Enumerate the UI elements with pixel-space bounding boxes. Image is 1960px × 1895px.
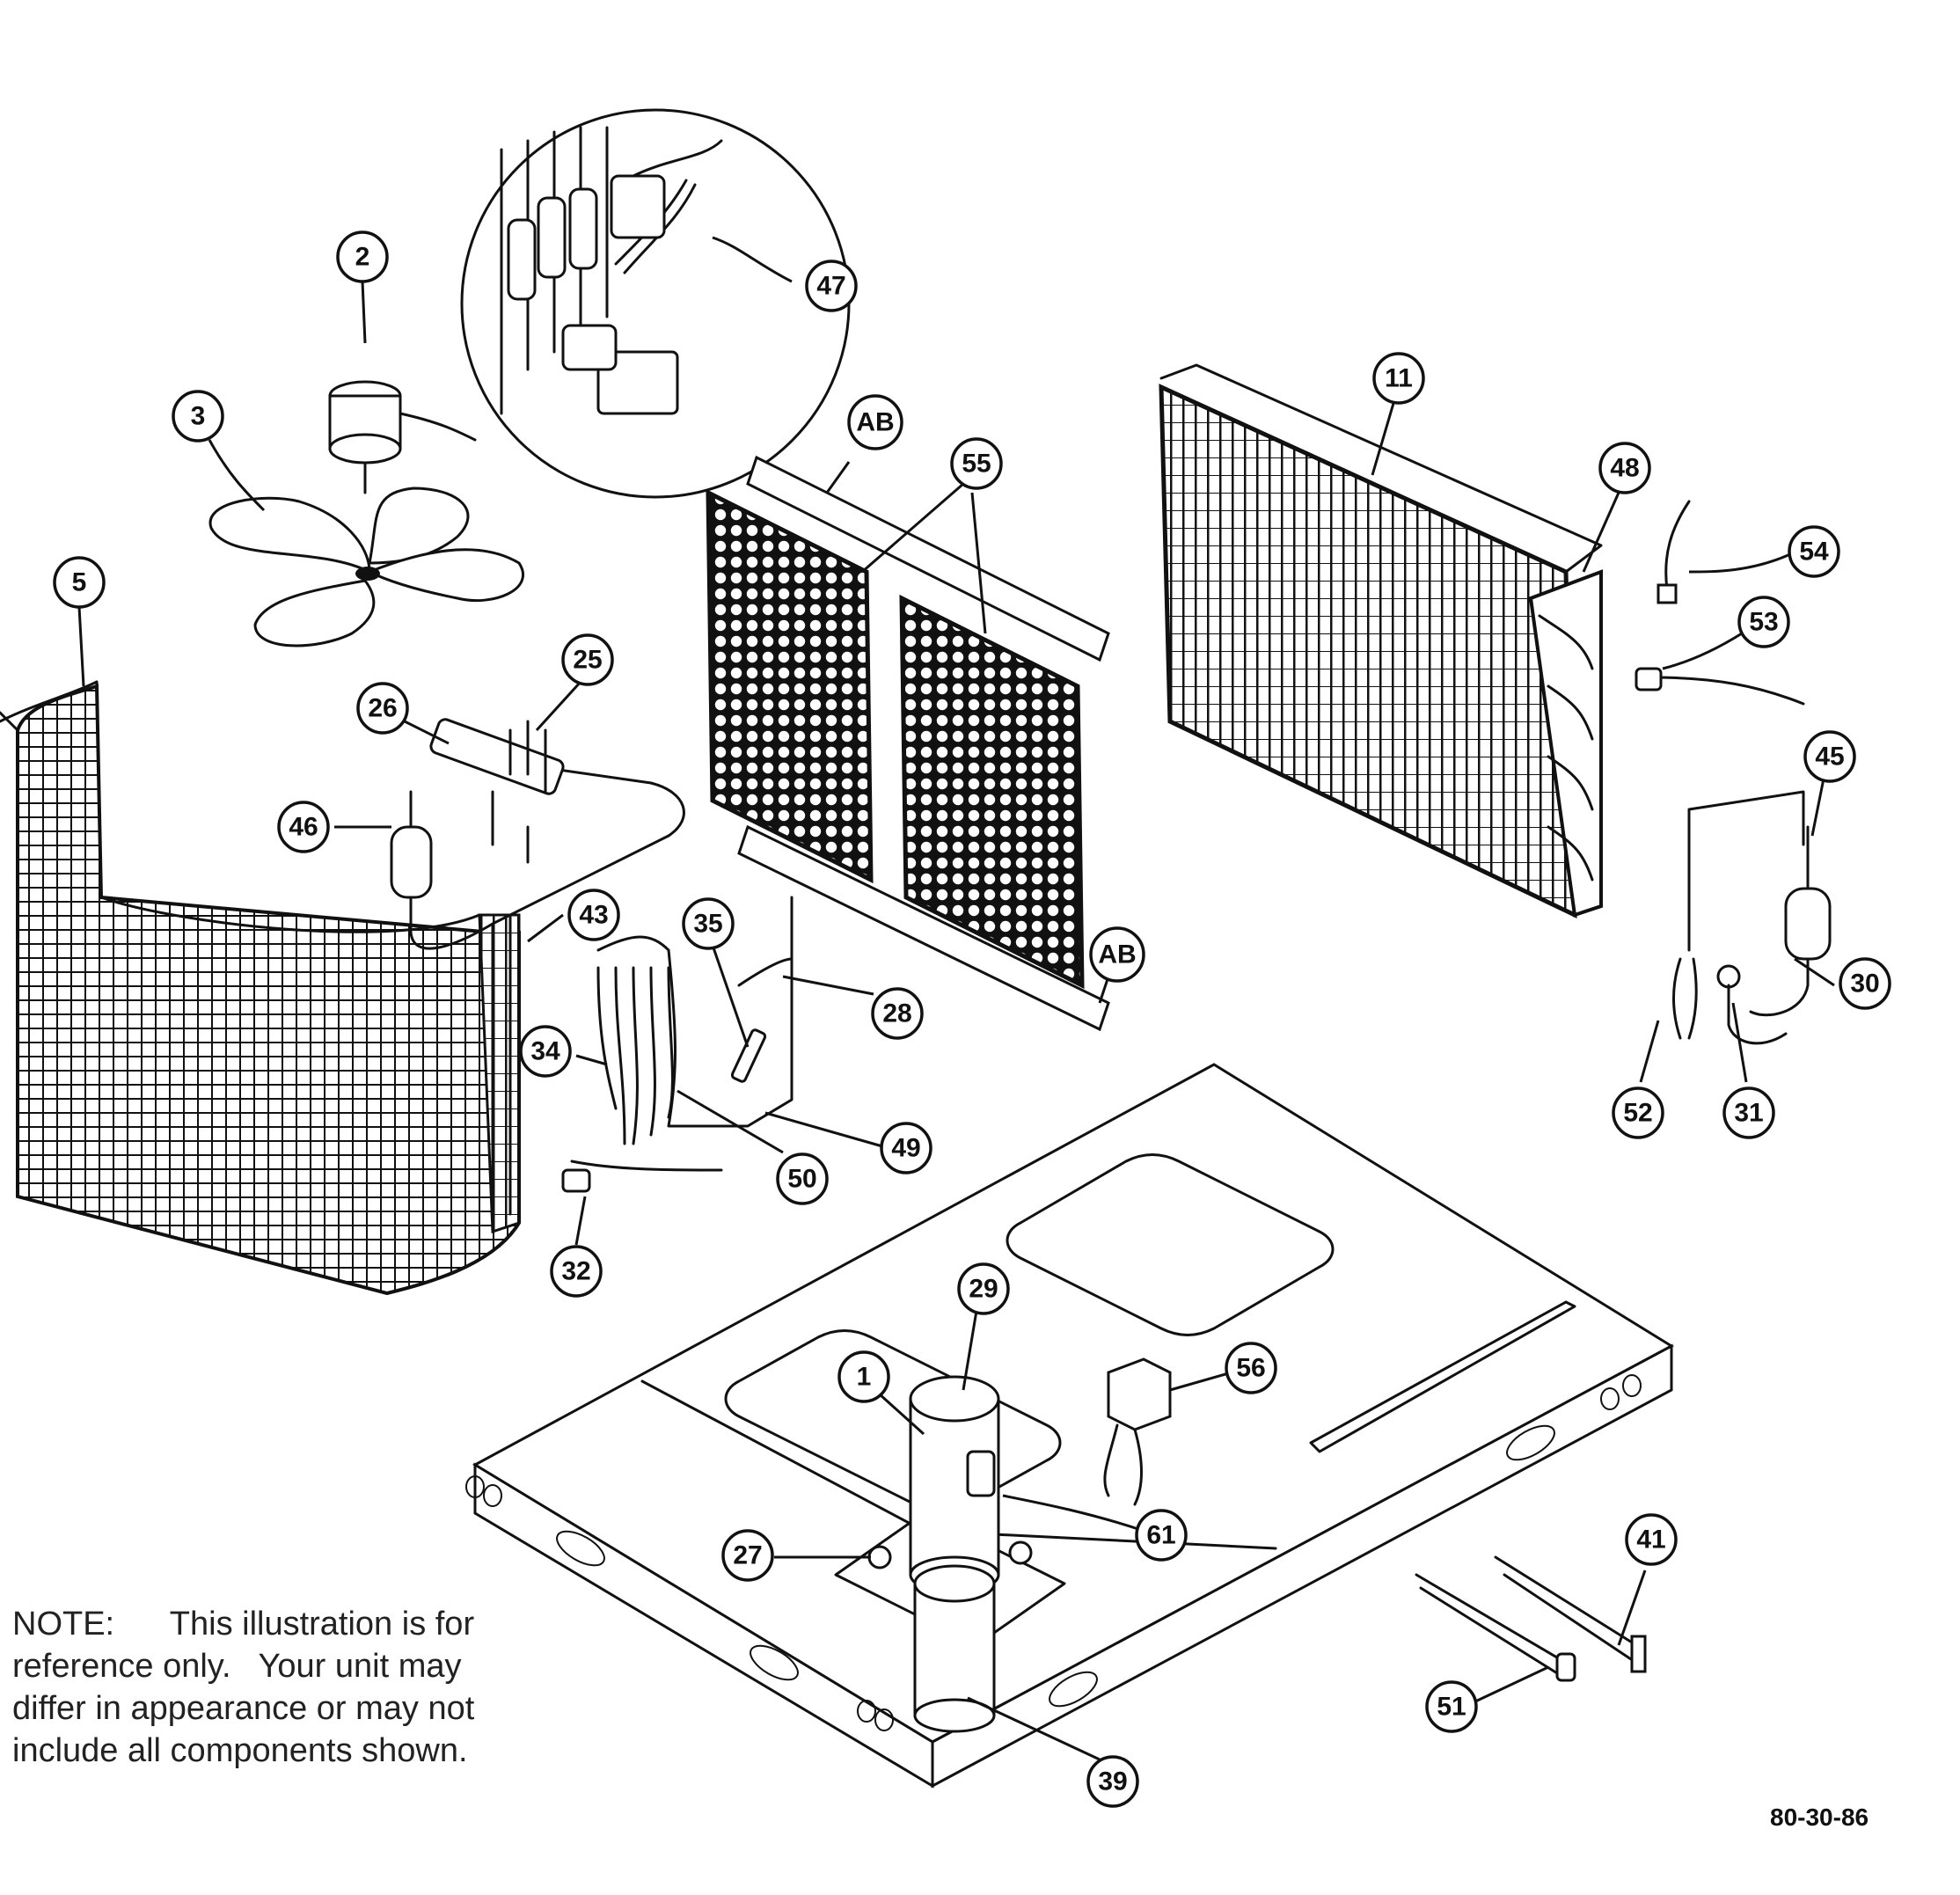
- note-line: NOTE: This illustration is for: [12, 1606, 475, 1643]
- callout-53: 53: [1737, 596, 1790, 648]
- callout-25: 25: [561, 633, 614, 686]
- callout-41: 41: [1625, 1513, 1678, 1566]
- svg-text:52: 52: [1623, 1099, 1652, 1128]
- callout-29: 29: [957, 1262, 1010, 1315]
- callout-5: 5: [53, 556, 106, 609]
- wire-harness: [561, 896, 794, 1193]
- accumulator: [913, 1564, 996, 1733]
- callout-39: 39: [1086, 1755, 1139, 1808]
- svg-text:11: 11: [1385, 364, 1413, 393]
- drawing-number: 80-30-86: [1770, 1804, 1869, 1831]
- leader-lines: [77, 236, 1835, 1761]
- inset-detail: [460, 108, 851, 499]
- svg-text:55: 55: [962, 450, 991, 479]
- svg-text:45: 45: [1815, 743, 1844, 772]
- svg-text:34: 34: [530, 1037, 560, 1066]
- svg-text:26: 26: [368, 694, 397, 723]
- note-line: include all components shown.: [12, 1732, 468, 1769]
- svg-text:28: 28: [882, 999, 911, 1028]
- air-filters: [706, 455, 1110, 1032]
- capacitor: [1103, 1357, 1172, 1506]
- svg-text:25: 25: [573, 646, 602, 675]
- callout-54: 54: [1788, 525, 1840, 578]
- callout-34: 34: [519, 1025, 572, 1078]
- right-side-parts: [1635, 500, 1832, 1045]
- note-line: differ in appearance or may not: [12, 1690, 475, 1727]
- callout-11: 11: [1372, 352, 1425, 405]
- svg-text:AB: AB: [856, 408, 894, 437]
- tubing-assembly: [491, 913, 512, 1216]
- svg-text:1: 1: [857, 1363, 872, 1392]
- svg-text:41: 41: [1636, 1526, 1665, 1555]
- callout-3: 3: [172, 390, 224, 443]
- svg-text:3: 3: [191, 402, 206, 431]
- callout-51: 51: [1425, 1680, 1478, 1733]
- callout-35: 35: [682, 897, 735, 950]
- disclaimer-note: NOTE: This illustration is for reference …: [12, 1603, 575, 1772]
- callout-46: 46: [277, 801, 330, 853]
- callout-47: 47: [805, 260, 858, 312]
- callout-1: 1: [837, 1350, 890, 1403]
- callout-2: 2: [336, 230, 389, 283]
- svg-text:2: 2: [355, 243, 370, 272]
- callout-31: 31: [1722, 1087, 1775, 1139]
- callout-30: 30: [1839, 957, 1891, 1010]
- callout-43: 43: [567, 889, 620, 941]
- condenser-coil: [0, 680, 521, 1296]
- callout-52: 52: [1612, 1087, 1664, 1139]
- callout-48: 48: [1598, 442, 1651, 494]
- callout-45: 45: [1803, 730, 1856, 783]
- svg-text:61: 61: [1146, 1521, 1175, 1550]
- svg-text:51: 51: [1437, 1693, 1466, 1722]
- heater-parts: [1415, 1555, 1647, 1682]
- svg-text:48: 48: [1610, 454, 1639, 483]
- callout-50: 50: [776, 1152, 829, 1205]
- svg-text:46: 46: [289, 813, 318, 842]
- callout-ab-top: AB: [847, 394, 903, 450]
- svg-text:31: 31: [1734, 1099, 1763, 1128]
- callout-27: 27: [721, 1529, 774, 1582]
- svg-text:AB: AB: [1098, 940, 1136, 969]
- callout-49: 49: [880, 1122, 932, 1174]
- svg-text:47: 47: [816, 272, 845, 301]
- svg-text:39: 39: [1098, 1767, 1127, 1796]
- fan-blade: [208, 487, 525, 648]
- callout-ab-bottom: AB: [1089, 926, 1145, 983]
- svg-text:27: 27: [733, 1541, 762, 1570]
- svg-text:29: 29: [969, 1275, 998, 1304]
- svg-text:43: 43: [579, 901, 608, 930]
- svg-text:50: 50: [787, 1165, 816, 1194]
- callout-56: 56: [1225, 1342, 1277, 1394]
- callout-32: 32: [550, 1245, 603, 1298]
- svg-text:35: 35: [693, 910, 722, 939]
- svg-text:53: 53: [1749, 608, 1778, 637]
- callout-28: 28: [871, 987, 924, 1040]
- callout-61: 61: [1135, 1509, 1188, 1562]
- base-pan: [465, 1063, 1675, 1789]
- svg-text:56: 56: [1236, 1354, 1265, 1383]
- callout-26: 26: [356, 682, 409, 735]
- svg-text:32: 32: [561, 1257, 590, 1286]
- evaporator-coil: [1159, 363, 1603, 919]
- svg-text:54: 54: [1799, 538, 1829, 567]
- svg-text:30: 30: [1850, 969, 1879, 999]
- filter-drier: [390, 764, 685, 950]
- reversing-valve: [429, 718, 565, 864]
- fan-motor: [328, 380, 477, 494]
- callout-55: 55: [950, 437, 1003, 490]
- note-line: reference only. Your unit may: [12, 1648, 462, 1685]
- svg-text:49: 49: [891, 1134, 920, 1163]
- svg-text:5: 5: [72, 568, 87, 597]
